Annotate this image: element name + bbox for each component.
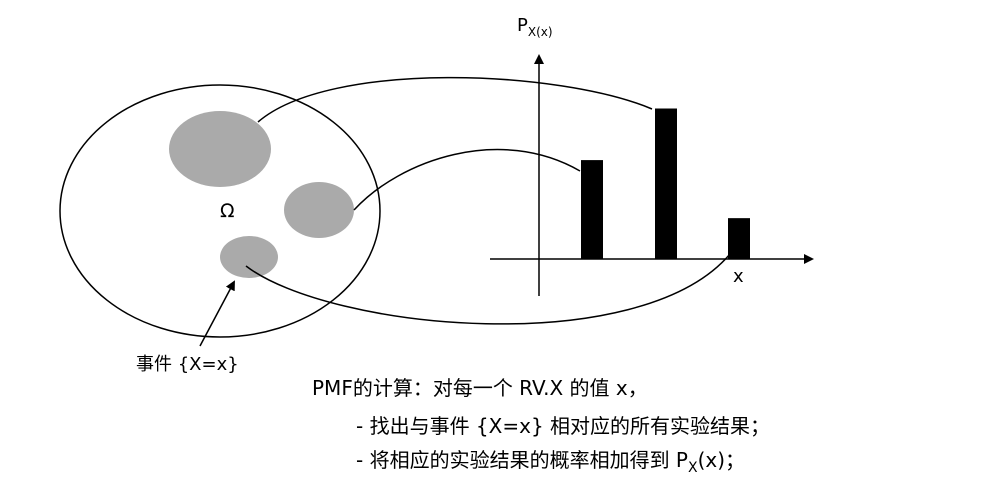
mapping-curve-small: [245, 253, 731, 325]
bar-group: [581, 108, 750, 259]
pmf-step-2-sub: X: [688, 460, 698, 476]
pmf-step-2: - 将相应的实验结果的概率相加得到 PX(x)；: [356, 444, 745, 476]
y-axis-label-main: P: [517, 15, 528, 36]
pmf-step-2-prefix: - 将相应的实验结果的概率相加得到 P: [356, 448, 688, 472]
mapping-curve-medium: [353, 148, 581, 211]
mapping-curve-large: [257, 76, 653, 123]
sample-space-ellipse: [59, 84, 381, 338]
pmf-step-2-suffix: (x)；: [697, 448, 746, 472]
pmf-bar-3: [728, 218, 750, 259]
outcome-blob-small: [220, 236, 278, 278]
outcome-blob-medium: [284, 182, 354, 238]
event-pointer-arrow: [199, 280, 235, 347]
event-label: 事件 {X=x}: [136, 354, 239, 375]
pmf-heading: PMF的计算：对每一个 RV.X 的值 x，: [312, 376, 648, 400]
sample-space-label: Ω: [220, 200, 235, 222]
pmf-bar-2: [655, 108, 677, 259]
pmf-step-1: - 找出与事件 {X=x} 相对应的所有实验结果；: [356, 414, 771, 438]
y-axis-label-sub: X(x): [527, 25, 553, 39]
x-axis-label: x: [733, 266, 744, 287]
outcome-blob-large: [169, 111, 271, 187]
y-axis-label: PX(x): [517, 15, 553, 39]
pmf-bar-1: [581, 160, 603, 259]
